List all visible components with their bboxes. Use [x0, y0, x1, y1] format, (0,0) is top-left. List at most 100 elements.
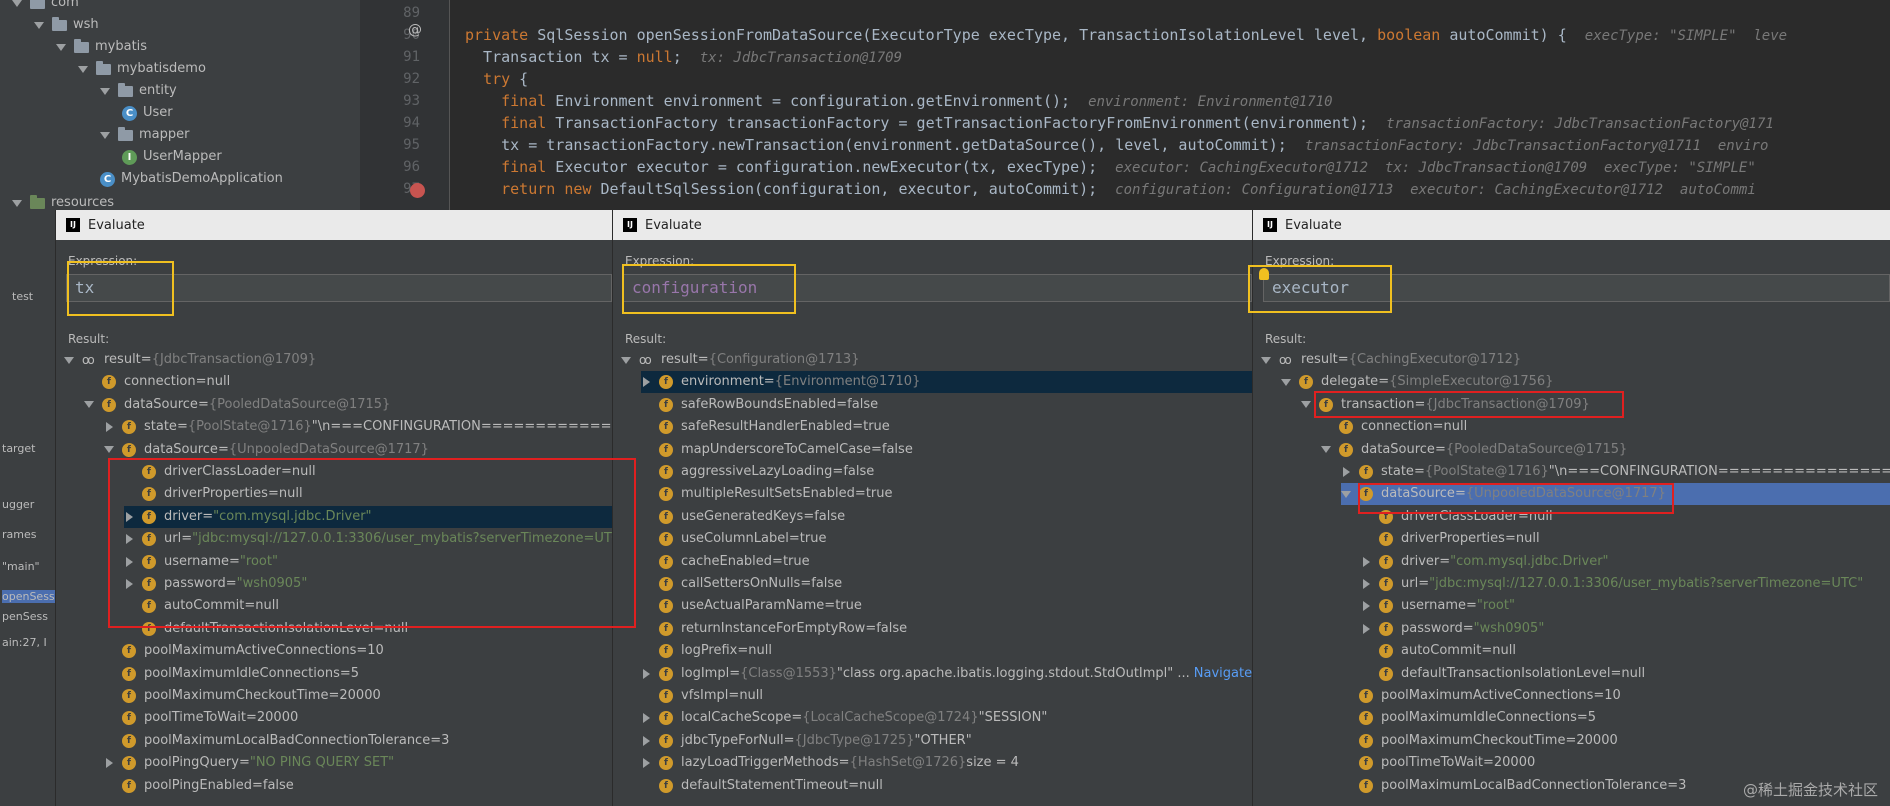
expand-arrow-icon[interactable]	[1301, 401, 1311, 409]
expand-arrow-icon[interactable]	[106, 758, 113, 769]
expand-arrow-icon[interactable]	[126, 534, 133, 545]
expand-arrow-icon[interactable]	[100, 87, 110, 95]
expand-arrow-icon[interactable]	[78, 65, 88, 73]
expand-arrow-icon[interactable]	[1363, 623, 1370, 634]
expand-arrow-icon[interactable]	[643, 713, 650, 724]
side-panel-item[interactable]: "main"	[2, 560, 40, 573]
expression-input[interactable]: tx	[66, 274, 612, 302]
expand-arrow-icon[interactable]	[1363, 579, 1370, 589]
expand-arrow-icon[interactable]	[64, 356, 74, 364]
expand-arrow-icon[interactable]	[1321, 446, 1331, 454]
expand-arrow-icon[interactable]	[84, 401, 94, 409]
expand-arrow-icon[interactable]	[1281, 378, 1291, 386]
code-line[interactable]: tx = transactionFactory.newTransaction(e…	[465, 134, 1768, 156]
tree-item-resources[interactable]: resources	[12, 192, 114, 210]
code-line[interactable]: final Environment environment = configur…	[465, 90, 1332, 112]
code-line[interactable]: final Executor executor = configuration.…	[465, 156, 1756, 178]
code-line[interactable]: private SqlSession openSessionFromDataSo…	[465, 24, 1787, 46]
tree-item-mapper[interactable]: mapper	[100, 124, 189, 146]
tree-item-mybatis[interactable]: mybatis	[56, 36, 147, 58]
expand-arrow-icon[interactable]	[1363, 601, 1370, 612]
side-panel-item[interactable]: test	[12, 290, 34, 303]
side-panel-item[interactable]: penSess	[2, 610, 48, 623]
tree-item-wsh[interactable]: wsh	[34, 14, 99, 36]
expand-arrow-icon[interactable]	[34, 21, 44, 29]
expand-arrow-icon[interactable]	[104, 446, 114, 454]
tree-item-mybatisdemo[interactable]: mybatisdemo	[78, 58, 206, 80]
code-editor[interactable]: private SqlSession openSessionFromDataSo…	[451, 0, 1890, 210]
code-line[interactable]: try {	[465, 68, 528, 90]
expand-arrow-icon[interactable]	[1363, 556, 1370, 567]
side-panel-item[interactable]: target	[2, 442, 36, 455]
expand-arrow-icon[interactable]	[126, 511, 133, 522]
expand-arrow-icon[interactable]	[643, 735, 650, 746]
side-panel-item[interactable]: rames	[2, 528, 37, 541]
tree-item-entity[interactable]: entity	[100, 80, 177, 102]
side-panel-item[interactable]: ain:27, I	[2, 636, 47, 649]
expand-arrow-icon[interactable]	[1261, 356, 1271, 364]
expand-arrow-icon[interactable]	[12, 199, 22, 207]
expand-arrow-icon[interactable]	[126, 579, 133, 589]
code-line[interactable]: final TransactionFactory transactionFact…	[465, 112, 1774, 134]
expand-arrow-icon[interactable]	[1341, 490, 1351, 498]
side-panel-item[interactable]: openSess	[2, 590, 55, 603]
side-panel-item[interactable]: ugger	[2, 498, 35, 511]
expand-arrow-icon[interactable]	[56, 43, 66, 51]
lightbulb-icon[interactable]	[1259, 268, 1269, 280]
